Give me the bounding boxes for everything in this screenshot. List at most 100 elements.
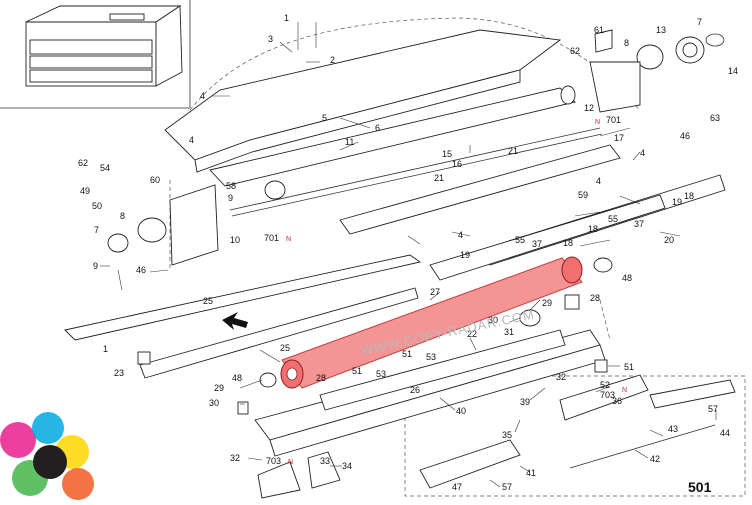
callout: 59	[578, 190, 588, 200]
callout: 57	[708, 404, 718, 414]
callout: 3	[268, 34, 273, 44]
callout: 20	[664, 235, 674, 245]
callout: 60	[150, 175, 160, 185]
callout: 62	[570, 46, 580, 56]
callout: 13	[656, 25, 666, 35]
callout: 22	[467, 329, 477, 339]
callout: 703	[600, 390, 615, 400]
callout: 7	[697, 17, 702, 27]
callout: 701	[264, 233, 279, 243]
callout: 52	[600, 380, 610, 390]
callout: 46	[136, 265, 146, 275]
callout: 31	[504, 327, 514, 337]
callout: 5	[322, 113, 327, 123]
callout: 51	[402, 349, 412, 359]
callout: 4	[189, 135, 194, 145]
callout: 6	[375, 123, 380, 133]
callout: 49	[80, 186, 90, 196]
callout: 18	[684, 191, 694, 201]
callout: 28	[590, 293, 600, 303]
callout: 18	[563, 238, 573, 248]
inset-box-501	[404, 375, 746, 497]
callout: 11	[345, 137, 354, 147]
callout: 16	[452, 159, 462, 169]
reference-mark: N	[286, 236, 291, 243]
callout: 55	[608, 214, 618, 224]
callout: 29	[542, 298, 552, 308]
callout: 37	[532, 239, 542, 249]
color-wheel-logo-icon	[0, 412, 94, 500]
copier-thumbnail	[0, 0, 191, 109]
callout: 21	[434, 173, 444, 183]
callout: 9	[228, 193, 233, 203]
callout: 48	[622, 273, 632, 283]
callout: 35	[502, 430, 512, 440]
callout: 62	[78, 158, 88, 168]
callout: 30	[488, 315, 498, 325]
callout: 28	[316, 373, 326, 383]
callout: 4	[640, 148, 645, 158]
reference-marks: N N N N	[286, 119, 627, 466]
callout: 50	[92, 201, 102, 211]
callout: 7	[94, 225, 99, 235]
callout: 12	[584, 103, 594, 113]
left-side-plate-part	[169, 184, 219, 266]
callout: 4	[458, 230, 463, 240]
callout: 37	[634, 219, 644, 229]
callout: 61	[594, 25, 604, 35]
callout: 701	[606, 115, 621, 125]
upper-roller-part	[209, 87, 576, 187]
reference-mark: N	[595, 119, 600, 126]
callout: 32	[556, 372, 566, 382]
callout: 1	[103, 344, 108, 354]
callout: 63	[710, 113, 720, 123]
callout: 34	[342, 461, 352, 471]
callout: 57	[502, 482, 512, 492]
paper-guide-25-part	[64, 254, 422, 341]
callout: 40	[456, 406, 466, 416]
callout: 23	[114, 368, 124, 378]
callout: 2	[330, 55, 335, 65]
callout: 4	[596, 176, 601, 186]
callout: 8	[120, 211, 125, 221]
callout: 15	[442, 149, 452, 159]
direction-arrow-icon	[222, 312, 248, 330]
reference-mark: N	[288, 459, 293, 466]
callout: 41	[526, 468, 536, 478]
callout: 703	[266, 456, 281, 466]
callout: 36	[612, 396, 622, 406]
callout: 58	[226, 181, 236, 191]
callout: 47	[452, 482, 462, 492]
callout: 44	[720, 428, 730, 438]
callout: 30	[209, 398, 219, 408]
callout: 29	[214, 383, 224, 393]
callout: 43	[668, 424, 678, 434]
callout: 18	[588, 224, 598, 234]
callout: 8	[624, 38, 629, 48]
callout: 26	[410, 385, 420, 395]
callout: 21	[508, 146, 518, 156]
reference-mark: N	[622, 387, 627, 394]
callout: 14	[728, 66, 738, 76]
callout: 32	[230, 453, 240, 463]
highlighted-fuser-roller-27	[280, 256, 583, 389]
callout-labels: 1 3 2 4 5 6 11 4 15 16 21 21 17 4 4 61 6…	[78, 13, 738, 492]
callout: 10	[230, 235, 240, 245]
callout: 25	[203, 296, 213, 306]
callout: 54	[100, 163, 110, 173]
callout: 9	[93, 261, 98, 271]
callout: 42	[650, 454, 660, 464]
callout: 51	[352, 366, 362, 376]
callout: 4	[200, 91, 205, 101]
callout: 51	[624, 362, 634, 372]
callout: 27	[430, 287, 440, 297]
callout: 25	[280, 343, 290, 353]
page-number: 501	[688, 479, 712, 495]
callout: 53	[376, 369, 386, 379]
callout: 19	[460, 250, 470, 260]
callout: 48	[232, 373, 242, 383]
callout: 33	[320, 456, 330, 466]
callout: 17	[614, 133, 624, 143]
